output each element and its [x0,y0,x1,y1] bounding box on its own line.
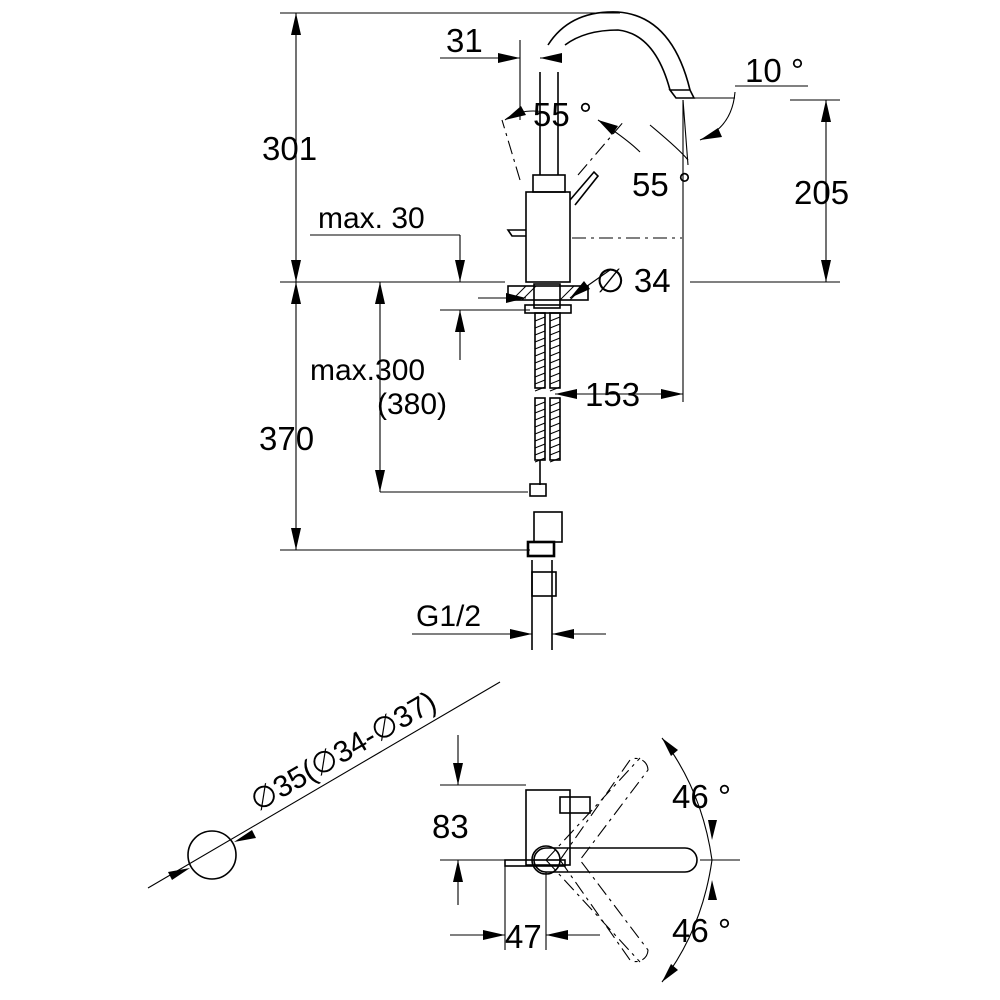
dim-spout-offset: 31 [446,22,483,59]
dim-spout-height: 205 [794,174,849,211]
dim-angle-top: 46 ° [672,778,731,815]
dim-angle-bottom: 46 ° [672,912,731,949]
faucet-spout [547,11,691,91]
faucet-top-view: 83 47 46 ° 46 ° [432,735,740,983]
dim-reach: 153 [585,376,640,413]
faucet-body [525,191,571,283]
dim-max-length-alt: (380) [377,388,447,421]
dim-width: 47 [505,918,542,955]
dim-max-length: max.300 [310,354,425,387]
dim-thread: G1/2 [416,600,481,633]
dim-angle-lever-front: 55 ° [533,96,592,133]
dim-angle-lever-back: 55 ° [632,166,691,203]
mounting-hole-circle [187,830,237,880]
dim-total-height: 301 [262,130,317,167]
dim-diameter: ∅ 34 [596,262,671,299]
supply-hoses [526,312,563,650]
faucet-lever [569,170,600,206]
dim-depth: 83 [432,808,469,845]
dim-angle-spout: 10 ° [745,52,804,89]
dim-max-thickness: max. 30 [318,202,425,235]
mounting-hardware [507,283,589,314]
dim-hole-diameter: ∅35(∅34-∅37) [245,685,442,818]
faucet-side-view: 301 31 55 ° 55 ° 10 ° 205 max. 30 ∅ 34 1… [259,11,849,650]
faucet-cap [532,174,566,193]
dim-hose-length: 370 [259,420,314,457]
